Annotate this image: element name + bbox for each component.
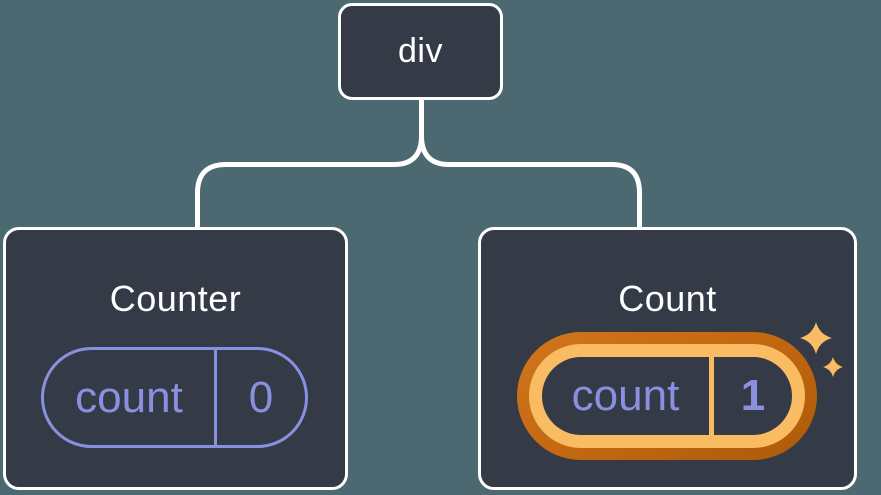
state-pill-counter: count 0 bbox=[41, 347, 308, 448]
component-title-counter: Counter bbox=[109, 278, 242, 319]
tree-node-div: div bbox=[338, 3, 503, 100]
state-pill-count-highlighted: count 1 bbox=[517, 332, 817, 460]
connector-right-branch bbox=[419, 99, 642, 229]
sparkle-small bbox=[823, 357, 843, 377]
sparkle-large bbox=[800, 322, 832, 354]
state-pill-core: count 1 bbox=[542, 357, 792, 435]
highlight-ring: count 1 bbox=[529, 344, 805, 448]
component-title-count: Count bbox=[618, 278, 717, 319]
pill-divider bbox=[214, 350, 217, 445]
state-value: 1 bbox=[740, 371, 766, 420]
connector-left-branch bbox=[195, 99, 424, 229]
root-node-label: div bbox=[398, 32, 443, 70]
state-label: count bbox=[75, 372, 183, 422]
pill-divider bbox=[709, 357, 714, 435]
state-value: 0 bbox=[248, 372, 274, 422]
tree-node-count: Count count 1 bbox=[478, 227, 857, 490]
sparkles-icon bbox=[800, 322, 843, 377]
state-label: count bbox=[571, 371, 680, 420]
tree-node-counter: Counter count 0 bbox=[3, 227, 348, 490]
